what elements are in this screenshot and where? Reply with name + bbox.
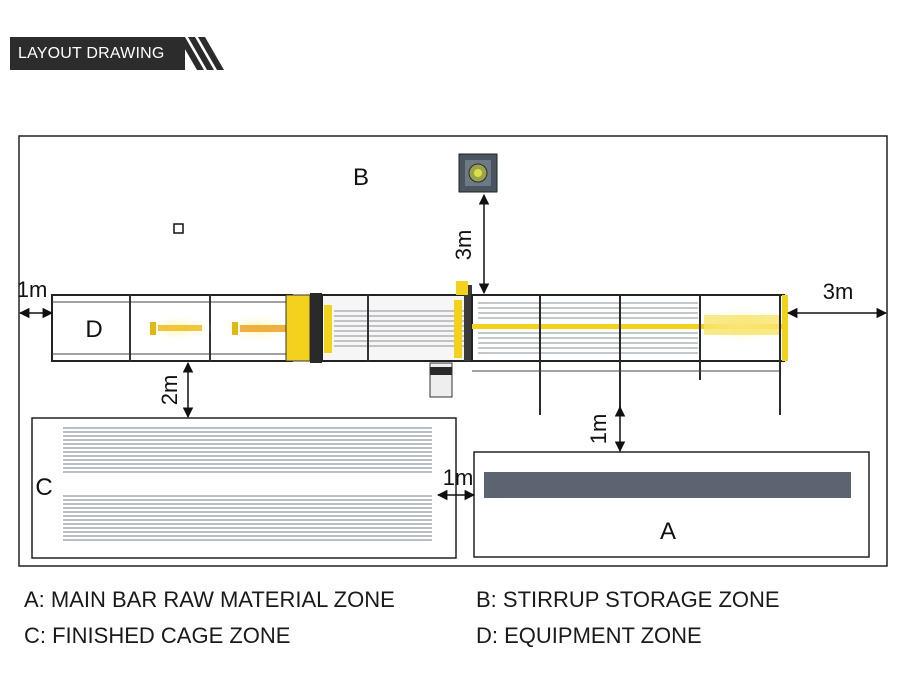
section-title-banner: LAYOUT DRAWING <box>10 37 185 70</box>
zone-d-label: D <box>85 316 102 343</box>
legend-zone-a: A: MAIN BAR RAW MATERIAL ZONE <box>24 587 395 612</box>
right-clearance-label: 3m <box>823 279 854 304</box>
zone-c-label: C <box>35 474 52 501</box>
left-clearance-label: 1m <box>18 277 47 302</box>
small-marker <box>173 223 184 234</box>
top-clearance-label: 3m <box>451 230 476 261</box>
legend-zone-d: D: EQUIPMENT ZONE <box>476 623 702 648</box>
legend-zone-b: B: STIRRUP STORAGE ZONE <box>476 587 780 612</box>
production-line <box>51 281 788 415</box>
zone-a-label: A <box>660 518 676 545</box>
finished-cage-zone <box>31 417 457 559</box>
stirrup-storage-unit <box>458 153 498 193</box>
layout-diagram: D B <box>18 135 888 567</box>
banner-stripes-icon <box>178 37 224 70</box>
main-bar-raw-material-zone <box>473 451 870 558</box>
zone-a-gap-label: 1m <box>586 414 611 445</box>
legend-zone-c: C: FINISHED CAGE ZONE <box>24 623 291 648</box>
section-title: LAYOUT DRAWING <box>18 45 165 62</box>
zone-b-label: B <box>353 164 369 191</box>
zone-c-gap-label: 2m <box>157 375 182 406</box>
zone-c-a-gap-label: 1m <box>443 465 474 490</box>
